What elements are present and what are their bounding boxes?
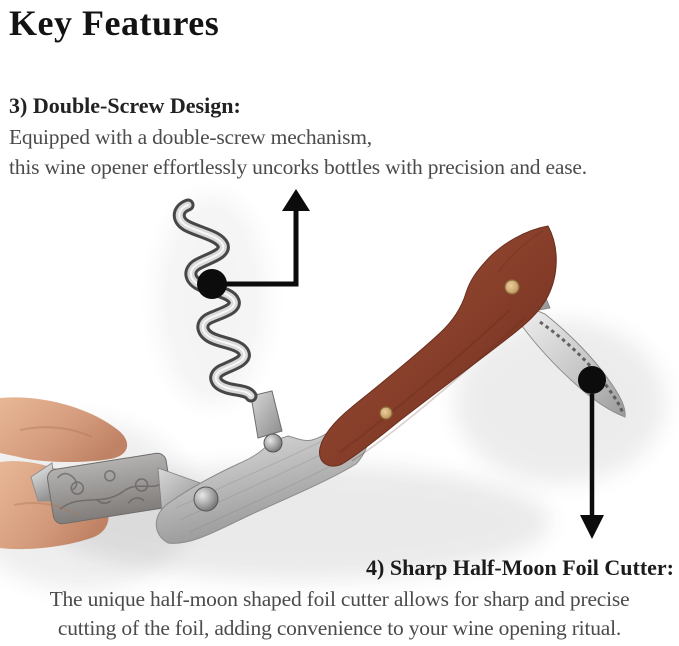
foil-cutter-blade	[499, 287, 626, 418]
arrow-down-head	[580, 515, 604, 539]
feature-foil-cutter-body: The unique half-moon shaped foil cutter …	[0, 585, 679, 643]
feature-foil-cutter-heading: 4) Sharp Half-Moon Foil Cutter:	[366, 555, 674, 580]
engraving-pattern	[56, 470, 163, 510]
feature-double-screw: 3) Double-Screw Design: Equipped with a …	[9, 90, 679, 182]
hand	[0, 461, 109, 550]
hinge-rivet	[193, 486, 219, 512]
brass-pin-bottom	[379, 406, 393, 420]
lever-tip	[30, 462, 58, 502]
callout-dot-corkscrew	[197, 269, 227, 299]
callout-dot-foil-cutter	[578, 366, 606, 394]
arrow-up-head	[282, 189, 310, 211]
feature-foil-cutter-line1: The unique half-moon shaped foil cutter …	[49, 587, 630, 611]
wooden-handle	[319, 225, 557, 467]
feature-foil-cutter-line2: cutting of the foil, adding convenience …	[57, 616, 622, 640]
feature-double-screw-line1: Equipped with a double-screw mechanism,	[9, 125, 372, 149]
corkscrew-shaft	[250, 390, 283, 439]
wood-grain	[339, 230, 544, 462]
hand-finger	[0, 397, 128, 517]
callout-corkscrew	[197, 189, 310, 299]
brushed-texture	[175, 429, 359, 533]
shaft-rivet	[263, 433, 283, 453]
feature-double-screw-heading: 3) Double-Screw Design:	[9, 93, 241, 118]
lever-handle	[30, 452, 213, 525]
page-title: Key Features	[9, 3, 220, 43]
feature-double-screw-line2: this wine opener effortlessly uncorks bo…	[9, 155, 587, 179]
brass-pin-top	[504, 279, 520, 295]
photo-shadows	[0, 195, 665, 590]
callout-foil-cutter	[578, 366, 606, 539]
corkscrew-spiral	[172, 198, 258, 403]
serrated-edge	[539, 320, 625, 415]
steel-body	[155, 410, 372, 544]
